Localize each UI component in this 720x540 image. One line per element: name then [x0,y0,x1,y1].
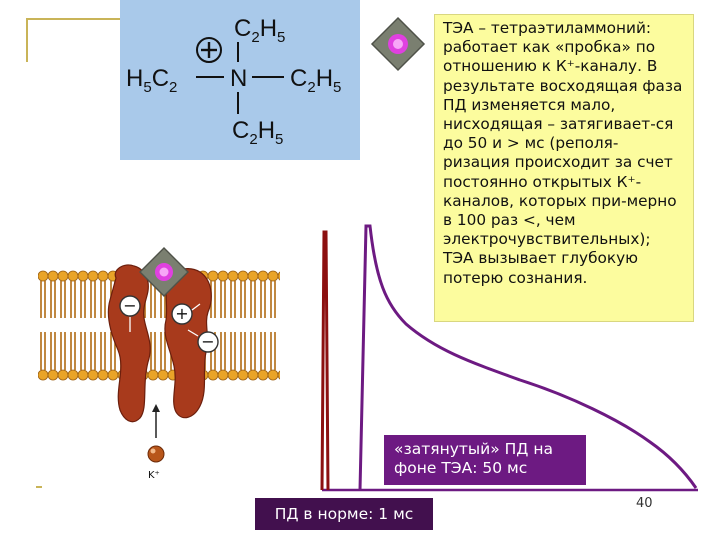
negative-charge-3: − [197,331,219,353]
tea-description-text: ТЭА – тетраэтиламмоний: работает как «пр… [434,14,694,322]
slide-number: 40 [636,496,653,511]
formula-center-atom: N [230,65,247,92]
membrane-channel-diagram: − + − K⁺ [38,240,280,481]
formula-left-group: H5C2 [126,65,177,96]
prolonged-ap-curve [358,224,698,491]
tea-molecule-icon [370,16,426,72]
formula-top-group: C2H5 [234,15,285,46]
charge-label-1: − [123,296,136,315]
formula-bottom-group: C2H5 [232,117,283,148]
action-potential-graph [320,224,698,492]
frame-top-line [26,18,121,20]
charge-label-3: − [201,332,214,351]
positive-charge-icon [196,37,222,63]
frame-left-line [26,18,28,62]
ion-label: K⁺ [148,470,160,481]
tea-structural-formula: C2H5 H5C2 N C2H5 C2H5 [120,0,360,160]
formula-right-group: C2H5 [290,65,341,96]
prolonged-ap-label: «затянутый» ПД на фоне ТЭА: 50 мс [384,435,586,485]
frame-bottom-tick [36,486,42,488]
potassium-ion-icon [147,445,165,463]
negative-charge-1: − [119,295,141,317]
positive-charge-2: + [171,303,193,325]
normal-ap-label: ПД в норме: 1 мс [255,498,433,530]
charge-label-2: + [175,304,188,323]
tea-blocker-icon [139,247,189,297]
normal-ap-curve [320,230,330,491]
